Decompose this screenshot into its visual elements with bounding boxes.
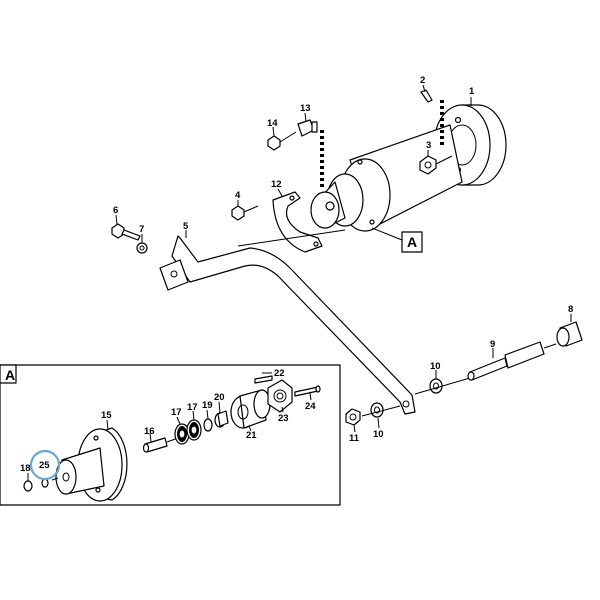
arm-part-5 [159,235,416,415]
axis-line-25 [51,477,59,481]
bolt-part-6 [111,223,141,241]
housing-part-21 [230,389,271,429]
axis-line-rod [414,377,471,395]
rod-part-9 [467,341,545,381]
callout-7: 7 [139,224,144,235]
callout-3: 3 [426,140,431,151]
washer-part-7 [136,242,148,254]
bolt-part-24 [294,385,321,397]
callout-17a: 17 [171,407,182,418]
callout-21: 21 [246,430,257,441]
washer-part-10-lower [370,402,384,418]
callout-12: 12 [271,179,282,190]
nut-part-11 [345,408,361,426]
callout-19: 19 [202,400,213,411]
axis-line-8 [543,343,557,349]
detail-box-tag [0,364,17,384]
callout-17b: 17 [187,402,198,413]
detail-ref-box [401,231,423,253]
pin-part-22 [254,375,273,384]
ring-part-18 [23,480,33,492]
bearing-part-17a [174,423,190,445]
bearing-part-17b [186,419,202,441]
callout-10-lower: 10 [373,429,384,440]
callout-24: 24 [305,401,316,412]
callout-2: 2 [420,75,425,86]
callout-5: 5 [183,221,189,232]
detail-ref-label: A [407,234,417,250]
callout-14: 14 [267,118,278,129]
callout-9: 9 [490,339,495,350]
callout-18: 18 [20,463,31,474]
clip-part-13 [297,119,318,137]
spacer-part-19 [203,418,213,432]
callout-4: 4 [235,190,241,201]
bushing-part-8 [556,321,583,347]
washer-part-10-upper [429,378,443,394]
callout-8: 8 [568,304,573,315]
callout-1: 1 [469,86,475,97]
nut-part-3 [419,155,453,175]
callout-15: 15 [101,410,112,421]
callout-22: 22 [274,368,285,379]
flange-part-15 [55,427,128,502]
housing-cylinder [310,124,463,232]
callout-23: 23 [278,413,289,424]
leader-line-a [237,229,346,247]
callout-20: 20 [214,392,225,403]
callout-25: 25 [39,460,50,471]
highlight-circle [29,449,61,481]
spacer-part-20 [214,410,229,428]
detail-box-label: A [5,367,15,383]
callout-13: 13 [300,103,311,114]
shaft-part-16 [142,437,168,453]
hub-part-23 [267,379,293,413]
callout-16: 16 [144,426,155,437]
callout-6: 6 [113,205,118,216]
ring-part-25 [41,478,49,488]
pin-part-2 [420,89,433,103]
leader-line-a2 [371,227,403,241]
bolt-part-4 [231,205,259,221]
callout-10-upper: 10 [430,361,441,372]
callout-11: 11 [349,433,360,444]
axis-line-lower [361,405,401,417]
callout-labels: 1 2 3 4 5 6 7 8 9 10 10 11 12 13 14 15 1… [20,75,573,481]
bolt-part-14 [267,131,297,151]
